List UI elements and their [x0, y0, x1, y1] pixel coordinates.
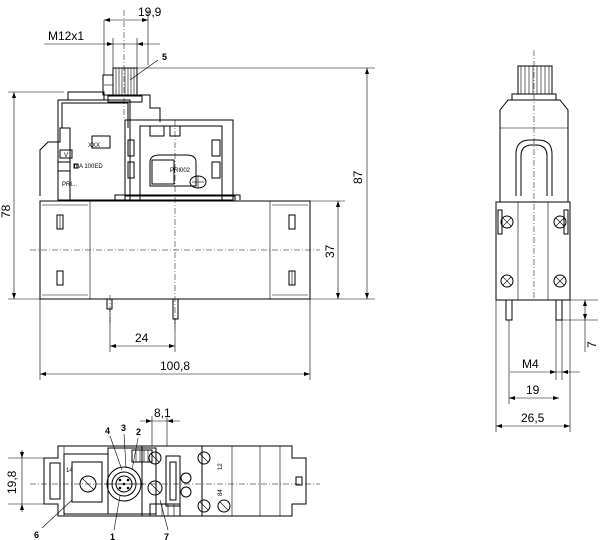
- dim-87: 87: [351, 170, 365, 184]
- callout-1: 1: [110, 532, 115, 540]
- side-screws: [500, 215, 567, 288]
- dim-19-8: 19,8: [5, 470, 19, 494]
- pin-right: [172, 298, 179, 320]
- plan-label-84: 84: [218, 489, 224, 496]
- coil-housing: [124, 119, 234, 201]
- callout-7: 7: [164, 532, 169, 540]
- label-plate: [57, 99, 131, 201]
- callout-5: 5: [162, 52, 167, 62]
- label-ma: mA 100ED: [74, 164, 103, 170]
- callout-3: 3: [121, 423, 126, 433]
- label-xxx: XXX: [88, 143, 100, 149]
- side-body: [495, 201, 571, 301]
- dim-78: 78: [0, 204, 13, 218]
- solenoid-housing: [39, 127, 71, 200]
- dim-100-8: 100,8: [160, 359, 190, 373]
- dim-37: 37: [323, 244, 337, 258]
- side-view: [495, 50, 571, 321]
- side-connector: [517, 65, 553, 95]
- label-pri-part: PRI002: [170, 168, 191, 174]
- plan-dimensions: 8,1 19,8 4 3 2 6 1 7: [5, 406, 180, 540]
- label-pri-small: PRI...: [62, 182, 77, 188]
- dim-8-1: 8,1: [154, 406, 171, 420]
- callout-6: 6: [34, 530, 39, 540]
- side-dimensions: 7 M4 19 26,5: [495, 299, 599, 432]
- callout-4: 4: [105, 426, 110, 436]
- front-dimensions: 19,9 M12x1 5 78 87 37: [0, 5, 375, 380]
- dim-26-5: 26,5: [521, 411, 545, 425]
- plan-label-12: 12: [218, 463, 224, 470]
- front-view: XXX V mA 100ED PRI... PRI002: [30, 10, 320, 330]
- dim-7: 7: [585, 341, 599, 348]
- dim-m12x1: M12x1: [48, 29, 84, 43]
- dim-24: 24: [135, 331, 149, 345]
- side-pin-right: [555, 299, 563, 321]
- plan-view: 14: [30, 445, 320, 517]
- dim-19: 19: [526, 383, 540, 397]
- pin-left: [106, 298, 113, 310]
- dim-19-9: 19,9: [138, 5, 162, 19]
- plan-label-14: 14: [66, 468, 73, 474]
- side-pin-left: [505, 299, 513, 321]
- label-v: V: [64, 153, 68, 159]
- dim-m4: M4: [522, 357, 539, 371]
- callout-2: 2: [136, 427, 141, 437]
